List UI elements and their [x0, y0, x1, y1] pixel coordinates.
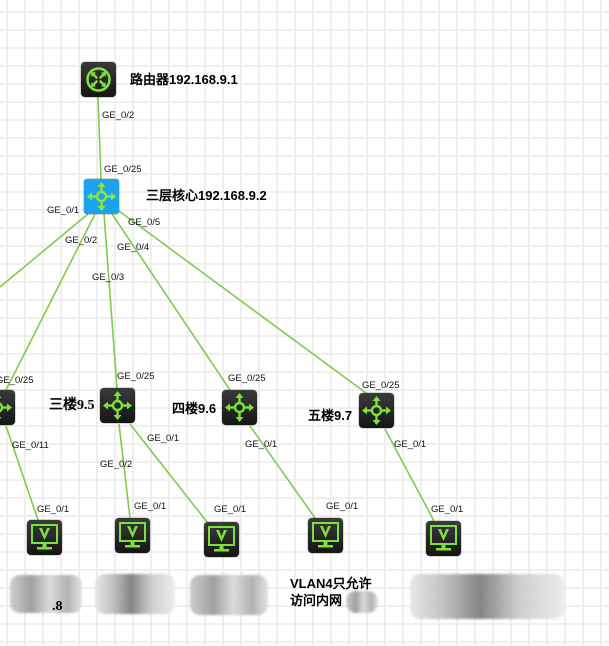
port-label: GE_0/25: [117, 371, 155, 382]
switch-4f-node[interactable]: [222, 390, 257, 425]
pc3-node[interactable]: [204, 522, 239, 557]
link-core-left-1[interactable]: [0, 213, 89, 288]
switch-icon: [362, 396, 391, 425]
port-label: GE_0/5: [128, 217, 161, 228]
router-icon: [86, 67, 111, 92]
port-label: GE_0/1: [214, 504, 247, 515]
switch-3f-node[interactable]: [100, 388, 135, 423]
pc2-node[interactable]: [115, 518, 150, 553]
port-label: GE_0/1: [326, 501, 359, 512]
switch-icon: [225, 393, 254, 422]
port-label: GE_0/1: [394, 439, 427, 450]
pc1-node[interactable]: [27, 520, 62, 555]
link-router-core[interactable]: [97, 96, 102, 180]
pc4-label-line2: 访问内网: [290, 593, 343, 608]
redacted-label: [95, 574, 175, 614]
link-left-pc1[interactable]: [5, 425, 39, 521]
link-3f-pc3[interactable]: [129, 423, 208, 523]
router-node[interactable]: [81, 62, 116, 97]
redacted-label: [346, 591, 378, 613]
redacted-label: [410, 574, 565, 619]
switch-left-node[interactable]: [0, 390, 15, 425]
port-label: GE_0/25: [362, 380, 400, 391]
link-4f-pc4[interactable]: [249, 425, 316, 519]
pc-icon: [312, 522, 339, 548]
port-label: GE_0/3: [92, 272, 125, 283]
switch-icon: [0, 396, 12, 419]
pc-icon: [31, 524, 58, 550]
pc4-node[interactable]: [308, 518, 343, 553]
pc-icon: [430, 525, 457, 551]
router-label: 路由器192.168.9.1: [130, 72, 238, 87]
port-label: GE_0/1: [147, 433, 180, 444]
port-label: GE_0/4: [117, 242, 150, 253]
switch-3f-label: 三楼9.5: [49, 398, 95, 413]
port-label: GE_0/1: [245, 439, 278, 450]
core-switch-node[interactable]: [84, 179, 119, 214]
link-3f-pc2[interactable]: [118, 423, 131, 519]
switch-icon: [103, 391, 132, 420]
port-label: GE_0/25: [228, 373, 266, 384]
pc4-label-line1: VLAN4只允许: [290, 576, 372, 591]
core-label: 三层核心192.168.9.2: [146, 188, 267, 203]
pc1-label: .8: [52, 599, 63, 614]
redacted-label: [190, 575, 268, 615]
switch-5f-node[interactable]: [359, 393, 394, 428]
port-label: GE_0/2: [65, 235, 98, 246]
link-core-4f[interactable]: [111, 213, 231, 391]
port-label: GE_0/2: [100, 459, 133, 470]
redacted-label: [10, 575, 82, 613]
port-label: GE_0/1: [431, 504, 464, 515]
pc-icon: [208, 526, 235, 552]
port-label: GE_0/25: [0, 375, 34, 386]
port-label: GE_0/1: [134, 501, 167, 512]
port-label: GE_0/11: [12, 440, 49, 451]
switch-5f-label: 五楼9.7: [308, 408, 353, 423]
port-label: GE_0/25: [104, 164, 142, 175]
port-label: GE_0/1: [37, 504, 70, 515]
link-core-3f[interactable]: [103, 213, 118, 389]
link-5f-pc5[interactable]: [384, 428, 435, 522]
pc-icon: [119, 522, 146, 548]
switch-4f-label: 四楼9.6: [172, 401, 217, 416]
port-label: GE_0/2: [102, 110, 135, 121]
l3-switch-icon: [87, 182, 116, 211]
pc5-node[interactable]: [426, 521, 461, 556]
link-core-left-switch[interactable]: [5, 213, 96, 391]
link-core-5f[interactable]: [118, 210, 367, 394]
port-label: GE_0/1: [47, 205, 80, 216]
